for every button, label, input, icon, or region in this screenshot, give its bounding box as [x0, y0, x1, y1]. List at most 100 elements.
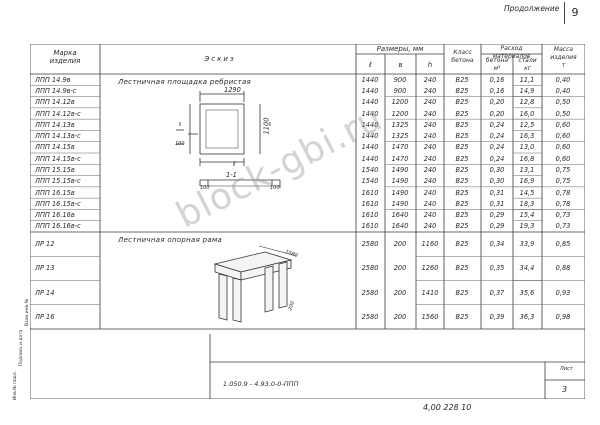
row-l: 1440: [361, 75, 379, 84]
header-sketch: Эскиз: [204, 55, 236, 63]
sheet-label: Лист: [560, 366, 573, 372]
row-mass: 0,75: [555, 165, 571, 174]
row-mark: ЛПП 14.13в-с: [35, 132, 81, 141]
row-b: 1470: [391, 154, 409, 163]
row-concrete: 0,30: [489, 177, 505, 186]
row-concrete: 0,31: [489, 199, 505, 208]
row-h: 240: [423, 211, 437, 220]
row-h: 1560: [421, 312, 439, 321]
side-label-inv: Инв.№ подл.: [13, 371, 18, 400]
sheet-number: 3: [562, 385, 568, 394]
row-h: 240: [423, 177, 437, 186]
row-concrete: 0,16: [489, 75, 505, 84]
row-b: 1490: [391, 199, 409, 208]
row-steel: 16,0: [519, 109, 535, 118]
row-class: В25: [455, 240, 469, 249]
row-class: В25: [455, 75, 469, 84]
row-class: В25: [455, 188, 469, 197]
row-mass: 0,85: [555, 240, 571, 249]
row-mark: ЛР 14: [35, 288, 55, 297]
row-mass: 0,50: [555, 109, 571, 118]
row-steel: 16,8: [519, 154, 535, 163]
row-steel: 13,0: [519, 143, 535, 152]
row-class: В25: [455, 211, 469, 220]
row-steel: 16,9: [519, 177, 535, 186]
row-mark: ЛПП 16.16в-с: [35, 222, 81, 231]
row-b: 200: [393, 288, 407, 297]
table-grid: [30, 44, 585, 399]
row-steel: 36,3: [519, 312, 535, 321]
row-steel: 11,1: [519, 75, 535, 84]
row-class: В25: [455, 222, 469, 231]
bottom-code: 4,00 228 10: [423, 403, 472, 412]
row-class: В25: [455, 143, 469, 152]
section-title-landing: Лестничная площадка ребристая: [118, 78, 252, 86]
row-class: В25: [455, 177, 469, 186]
header-consumption: Расход материалов: [492, 45, 531, 60]
small-dim: 100: [175, 141, 185, 147]
row-h: 240: [423, 222, 437, 231]
continuation-note: Продолжение: [504, 4, 560, 13]
row-class: В25: [455, 132, 469, 141]
landing-sketch: [176, 91, 281, 188]
row-h: 240: [423, 154, 437, 163]
frame-sketch: [213, 245, 298, 323]
row-l: 1540: [361, 177, 379, 186]
side-dim: 1100: [262, 117, 271, 135]
row-h: 240: [423, 188, 437, 197]
stamp-code: 1.050.9 - 4.93.0-0-ППП: [223, 380, 299, 388]
side-label-sign: Подпись и дата: [19, 329, 24, 366]
row-b: 1640: [391, 222, 409, 231]
row-b: 200: [393, 312, 407, 321]
row-concrete: 0,31: [489, 188, 505, 197]
row-b: 900: [393, 86, 407, 95]
row-class: В25: [455, 264, 469, 273]
row-concrete: 0,34: [489, 240, 505, 249]
row-h: 240: [423, 109, 437, 118]
row-mark: ЛПП 14.12в-с: [35, 109, 81, 118]
row-l: 2580: [361, 264, 379, 273]
row-mass: 0,60: [555, 154, 571, 163]
row-mark: ЛПП 14.9в: [35, 75, 71, 84]
row-h: 240: [423, 143, 437, 152]
row-b: 1490: [391, 177, 409, 186]
section-title-frame: Лестничная опорная рама: [118, 236, 223, 244]
row-h: 240: [423, 98, 437, 107]
row-l: 1610: [361, 222, 379, 231]
row-h: 240: [423, 199, 437, 208]
row-mark: ЛР 16: [35, 312, 55, 321]
row-l: 2580: [361, 288, 379, 297]
row-concrete: 0,35: [489, 264, 505, 273]
row-b: 1200: [391, 109, 409, 118]
row-mass: 0,73: [555, 211, 571, 220]
row-h: 240: [423, 75, 437, 84]
row-concrete: 0,29: [489, 211, 505, 220]
row-mark: ЛР 12: [35, 240, 55, 249]
row-steel: 35,6: [519, 288, 535, 297]
row-b: 1325: [391, 132, 409, 141]
row-concrete: 0,24: [489, 132, 505, 141]
row-class: В25: [455, 98, 469, 107]
row-l: 1440: [361, 120, 379, 129]
row-class: В25: [455, 199, 469, 208]
row-b: 1490: [391, 165, 409, 174]
row-mark: ЛПП 15.15в-с: [35, 177, 81, 186]
row-concrete: 0,39: [489, 312, 505, 321]
row-mark: ЛПП 14.9в-с: [35, 86, 77, 95]
row-mass: 0,73: [555, 222, 571, 231]
plan-length-label: ℓ: [233, 160, 236, 168]
row-mark: ЛПП 16.15в: [35, 188, 75, 197]
row-l: 2580: [361, 312, 379, 321]
row-steel: 18,3: [519, 199, 535, 208]
row-concrete: 0,29: [489, 222, 505, 231]
row-concrete: 0,24: [489, 143, 505, 152]
row-class: В25: [455, 312, 469, 321]
row-l: 1540: [361, 165, 379, 174]
row-l: 1610: [361, 199, 379, 208]
header-dimensions: Размеры, мм: [376, 45, 424, 53]
header-h: h: [427, 61, 433, 69]
row-h: 1160: [421, 240, 439, 249]
